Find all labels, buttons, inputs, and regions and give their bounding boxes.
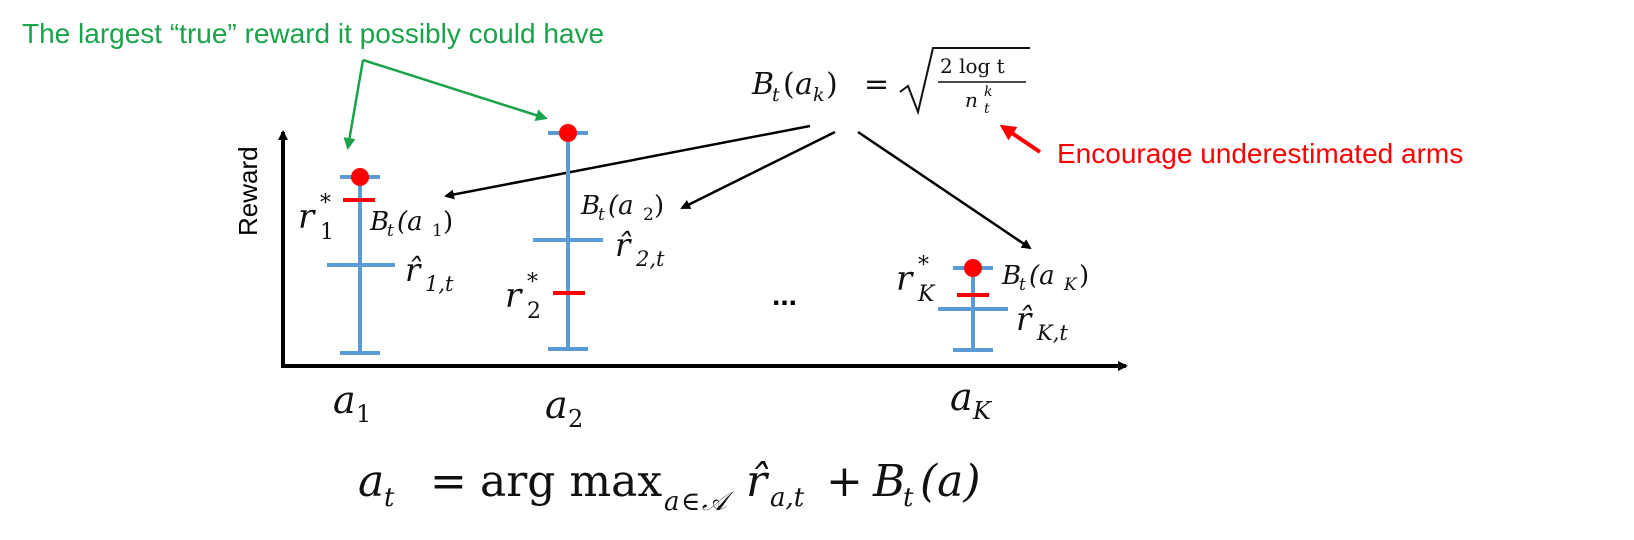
svg-text:*: *	[918, 253, 929, 278]
arm-2-bt-label: B	[580, 191, 600, 221]
arm-2-ucb-point	[559, 124, 577, 142]
arm-2-label: a	[545, 383, 568, 427]
red-arrow	[999, 124, 1042, 154]
svg-text:=: =	[864, 67, 889, 102]
svg-text:𝒜: 𝒜	[702, 487, 734, 517]
svg-text:arg max: arg max	[480, 456, 662, 507]
arm-k-rstar: r	[896, 259, 914, 299]
svg-text:=: =	[430, 456, 467, 507]
svg-text:B: B	[751, 67, 774, 102]
svg-text:n: n	[965, 88, 978, 112]
arm-1-label: a	[333, 378, 356, 422]
arrow-to-bt-ak	[857, 130, 1032, 250]
svg-text:K: K	[917, 282, 936, 307]
arm-1-rhat: r̂	[405, 251, 422, 289]
green-annotation-label: The largest “true” reward it possibly co…	[22, 18, 604, 49]
svg-text:): )	[826, 67, 838, 102]
arm-k-ucb-point	[964, 259, 982, 277]
svg-text:B: B	[872, 456, 905, 507]
svg-text:a: a	[795, 67, 813, 102]
selection-formula: a t = arg max a ∈ 𝒜 r̂ a,t + B t (a)	[358, 456, 981, 517]
sqrt-sign	[899, 47, 1030, 116]
green-arrow-arm2	[362, 58, 548, 121]
svg-text:2: 2	[568, 405, 583, 433]
svg-text:2 log t: 2 log t	[940, 54, 1005, 78]
svg-text:): )	[654, 191, 664, 221]
arm-k-label: a	[950, 375, 973, 419]
arrow-to-bt-a1	[444, 124, 811, 200]
svg-text:t: t	[984, 101, 990, 117]
svg-text:1: 1	[356, 400, 371, 428]
svg-text:t: t	[772, 84, 780, 106]
svg-text:(a: (a	[608, 191, 634, 221]
red-annotation-label: Encourage underestimated arms	[1057, 138, 1463, 169]
svg-text:t: t	[1019, 275, 1026, 295]
green-arrow-arm1	[343, 59, 365, 150]
svg-text:*: *	[320, 191, 331, 216]
svg-text:2,t: 2,t	[635, 247, 665, 271]
svg-text:t: t	[387, 221, 394, 241]
ellipsis: ...	[772, 279, 797, 312]
svg-text:k: k	[984, 84, 992, 100]
svg-text:K: K	[1063, 275, 1078, 295]
y-axis-label: Reward	[233, 146, 263, 236]
svg-text:2: 2	[643, 205, 654, 225]
arm-k: r * K B t (a K ) r̂ K,t a K	[896, 253, 1089, 425]
svg-text:(a): (a)	[920, 456, 981, 507]
svg-text:t: t	[903, 483, 914, 513]
svg-text:t: t	[598, 205, 605, 225]
svg-text:a: a	[358, 456, 384, 507]
svg-text:(a: (a	[397, 207, 423, 237]
arm-2-rstar: r	[505, 276, 523, 316]
svg-text:*: *	[527, 270, 538, 295]
svg-text:k: k	[813, 84, 825, 106]
svg-text:): )	[1079, 261, 1089, 291]
arm-1-rstar: r	[298, 197, 316, 237]
svg-text:K,t: K,t	[1036, 321, 1068, 345]
svg-text:1,t: 1,t	[425, 272, 454, 296]
arrow-to-bt-a2	[680, 130, 836, 210]
svg-text:): )	[443, 207, 453, 237]
svg-text:t: t	[384, 483, 395, 513]
svg-text:∈: ∈	[681, 487, 700, 517]
arm-k-bt-label: B	[1001, 261, 1021, 291]
arm-1-ucb-point	[351, 168, 369, 186]
arm-1-bt-label: B	[369, 207, 389, 237]
svg-text:2: 2	[527, 299, 541, 324]
svg-text:1: 1	[432, 221, 443, 241]
svg-text:(a: (a	[1029, 261, 1055, 291]
arm-2: r * 2 B t (a 2 ) r̂ 2,t a 2	[505, 124, 665, 433]
svg-text:+: +	[826, 456, 863, 507]
arm-1: r * 1 B t (a 1 ) r̂ 1,t a 1	[298, 168, 454, 428]
svg-text:K: K	[972, 397, 993, 425]
bonus-formula: B t ( a k ) = 2 log t n k t	[751, 47, 1030, 117]
svg-text:r̂: r̂	[746, 456, 770, 507]
svg-text:a: a	[664, 487, 680, 517]
arm-k-rhat: r̂	[1016, 300, 1033, 338]
arm-2-rhat: r̂	[615, 226, 632, 264]
svg-text:(: (	[783, 67, 795, 102]
svg-text:a,t: a,t	[770, 483, 805, 513]
svg-text:1: 1	[320, 220, 334, 245]
